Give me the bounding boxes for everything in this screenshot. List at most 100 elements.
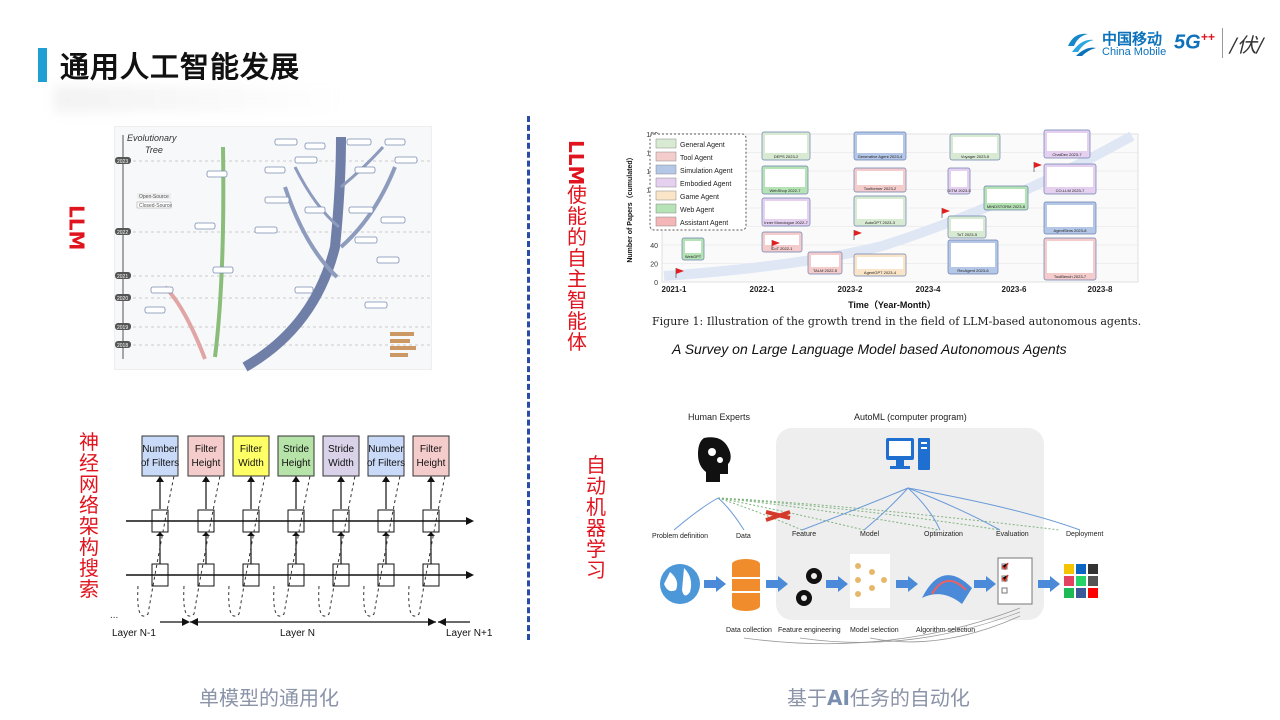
- svg-text:Problem definition: Problem definition: [652, 533, 708, 540]
- optimization-surface-icon: [922, 575, 972, 604]
- pipeline-arrows: [704, 576, 1060, 592]
- svg-text:Stride: Stride: [328, 444, 355, 455]
- logo-name-zh: 中国移动: [1102, 30, 1163, 48]
- agent-paper-box: CoT 2022-1: [761, 231, 803, 253]
- agent-paper-box: Voyager 2023-5: [949, 133, 1001, 161]
- svg-text:2020: 2020: [117, 296, 128, 302]
- agent-paper-box: WebGPT: [681, 237, 705, 261]
- svg-text:Evaluation: Evaluation: [996, 531, 1029, 538]
- svg-text:Width: Width: [238, 458, 264, 469]
- x-tick-label: 2021-1: [662, 285, 687, 294]
- y-tick-label: 0: [654, 280, 658, 287]
- svg-text:2022: 2022: [117, 230, 128, 236]
- svg-text:WebShop 2022-7: WebShop 2022-7: [769, 188, 801, 193]
- svg-text:Deployment: Deployment: [1066, 531, 1103, 538]
- china-mobile-logo: 中国移动 China Mobile 5G++ /伏/: [1064, 26, 1264, 62]
- computer-icon: [886, 438, 930, 470]
- footer-right-caption: 基于AI任务的自动化: [787, 686, 970, 710]
- legend-swatch: [655, 138, 677, 149]
- tree-trunk: [242, 136, 346, 372]
- survey-title: A Survey on Large Language Model based A…: [672, 341, 1067, 357]
- legend-label: Embodied Agent: [680, 181, 731, 188]
- svg-text:Width: Width: [328, 458, 354, 469]
- agent-paper-box: CO-LLM 2023-7: [1043, 163, 1097, 195]
- figure-caption: Figure 1: Illustration of the growth tre…: [652, 315, 1142, 328]
- automl-box: [776, 428, 1044, 620]
- legend-label: Simulation Agent: [680, 168, 733, 175]
- svg-text:GITM 2023-5: GITM 2023-5: [947, 188, 971, 193]
- svg-text:ToolBench 2023-7: ToolBench 2023-7: [1054, 274, 1087, 279]
- x-tick-label: 2023-8: [1088, 285, 1113, 294]
- svg-text:2018: 2018: [117, 343, 128, 349]
- svg-text:Optimization: Optimization: [924, 531, 963, 538]
- legend-swatch: [655, 216, 677, 227]
- x-tick-label: 2023-6: [1002, 285, 1027, 294]
- svg-text:of Filters: of Filters: [141, 458, 179, 469]
- nas-parameter-cell: Number of Filters: [141, 435, 179, 477]
- llm-evolutionary-tree: Evolutionary Tree 2023 2022 2021 2020 20…: [114, 126, 433, 372]
- agent-paper-box: TALM 2022-5: [807, 251, 843, 275]
- title-shadow: [54, 86, 344, 112]
- svg-text:AutoGPT 2023-3: AutoGPT 2023-3: [865, 220, 896, 225]
- agent-paper-box: ToolBench 2023-7: [1043, 237, 1097, 281]
- agent-paper-box: Inner Monologue 2022-7: [761, 197, 811, 227]
- globe-icon: [660, 564, 700, 604]
- svg-text:Number: Number: [142, 444, 178, 455]
- svg-text:Filter: Filter: [420, 444, 443, 455]
- agent-paper-box: ChatDev 2023-7: [1043, 129, 1091, 159]
- tree-green-branch: [213, 146, 226, 358]
- logo-glyph: /伏/: [1230, 33, 1264, 57]
- svg-text:ToT 2023-5: ToT 2023-5: [957, 232, 978, 237]
- legend-label: General Agent: [680, 142, 725, 149]
- human-experts-label: Human Experts: [688, 412, 751, 422]
- model-network-icon: [850, 554, 890, 608]
- layer-current-label: Layer N: [280, 628, 315, 639]
- svg-text:2019: 2019: [117, 325, 128, 331]
- agent-paper-box: RecAgent 2023-6: [947, 239, 999, 275]
- footer-left-caption: 单模型的通用化: [199, 686, 339, 710]
- title-accent-bar: [38, 48, 47, 82]
- legend-label: Web Agent: [680, 207, 714, 214]
- agent-paper-box: MINDSTORM 2023-6: [983, 185, 1029, 211]
- agent-paper-box: DEPS 2023-2: [761, 131, 811, 161]
- agent-paper-box: ToT 2023-5: [947, 215, 987, 239]
- svg-text:CO-LLM 2023-7: CO-LLM 2023-7: [1056, 188, 1085, 193]
- china-mobile-swirl-icon: [1068, 33, 1096, 56]
- svg-text:Feature engineering: Feature engineering: [778, 627, 841, 634]
- svg-text:Data collection: Data collection: [726, 627, 772, 634]
- legend-swatch: [655, 177, 677, 188]
- legend-swatch: [655, 203, 677, 214]
- label-automl: 自动机器学习: [586, 453, 606, 582]
- label-llm: LLM: [64, 205, 89, 251]
- svg-text:Generative Agent 2023-4: Generative Agent 2023-4: [858, 154, 903, 159]
- x-tick-label: 2022-1: [750, 285, 775, 294]
- svg-text:Model selection: Model selection: [850, 627, 899, 634]
- legend-swatch: [655, 164, 677, 175]
- legend-swatch: [655, 151, 677, 162]
- center-divider: [527, 116, 530, 640]
- svg-text:2021: 2021: [117, 274, 128, 280]
- agent-paper-box: AgentGPT 2023-4: [853, 253, 907, 277]
- svg-text:Filter: Filter: [240, 444, 263, 455]
- human-head-icon: [698, 437, 731, 482]
- layer-next-label: Layer N+1: [446, 628, 493, 639]
- svg-text:WebGPT: WebGPT: [685, 254, 702, 259]
- evaluation-checklist-icon: [997, 557, 1033, 605]
- y-tick-label: 40: [650, 243, 658, 250]
- automl-pipeline-diagram: Human Experts AutoML (computer program): [640, 408, 1110, 648]
- svg-text:2023: 2023: [117, 159, 128, 165]
- logo-5g: 5G++: [1174, 30, 1215, 54]
- y-axis-label: Number of Papers（cumulated）: [626, 153, 634, 262]
- svg-text:Height: Height: [282, 458, 311, 469]
- logo-divider: [1222, 28, 1223, 58]
- agent-paper-box: WebShop 2022-7: [761, 165, 809, 195]
- svg-text:Voyager 2023-5: Voyager 2023-5: [961, 154, 990, 159]
- tree-year-markers: 2023 2022 2021 2020 2019 2018: [115, 157, 131, 349]
- legend-label: Game Agent: [680, 194, 719, 201]
